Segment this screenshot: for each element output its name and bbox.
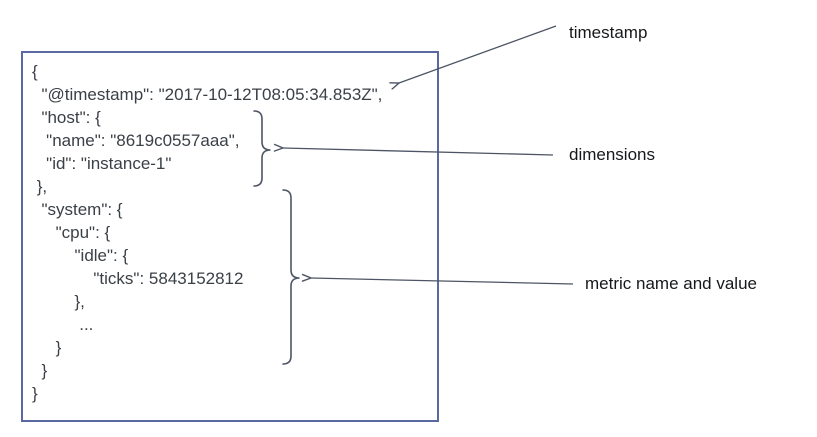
dimensions-label: dimensions	[569, 145, 655, 164]
json-line-cpu-close: }	[32, 338, 62, 357]
json-line-idle-open: "idle": {	[32, 246, 129, 265]
json-document-box: { "@timestamp": "2017-10-12T08:05:34.853…	[21, 51, 439, 422]
json-line-system-open: "system": {	[32, 200, 123, 219]
json-line-cpu-open: "cpu": {	[32, 223, 111, 242]
json-line-system-close: }	[32, 361, 48, 380]
json-line-ellipsis: ...	[32, 315, 94, 334]
json-code-block: { "@timestamp": "2017-10-12T08:05:34.853…	[23, 53, 437, 405]
json-line-host-close: },	[32, 177, 48, 196]
json-line-root-close: }	[32, 384, 38, 403]
json-line-host-id: "id": "instance-1"	[32, 154, 172, 173]
json-line-idle-close: },	[32, 292, 85, 311]
json-line: {	[32, 62, 38, 81]
json-line-host-open: "host": {	[32, 108, 101, 127]
timestamp-label: timestamp	[569, 23, 648, 42]
json-line-host-name: "name": "8619c0557aaa",	[32, 131, 240, 150]
json-line-ticks: "ticks": 5843152812	[32, 269, 244, 288]
metric-name-and-value-label: metric name and value	[585, 274, 757, 293]
json-line-timestamp: "@timestamp": "2017-10-12T08:05:34.853Z"…	[32, 85, 383, 104]
